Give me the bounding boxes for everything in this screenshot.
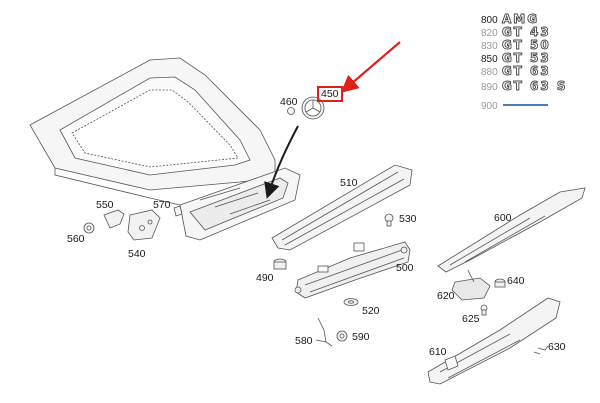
variant-code: 820 [481, 28, 498, 39]
variant-830[interactable]: 830 GT 50 [481, 39, 551, 53]
tailgate-drawing [29, 57, 301, 241]
callout-640[interactable]: 640 [507, 275, 525, 287]
variant-900[interactable]: 900 [481, 99, 502, 113]
callout-580[interactable]: 580 [295, 335, 313, 347]
variant-code: 800 [481, 15, 498, 26]
callout-620[interactable]: 620 [437, 290, 455, 302]
hinge-drawing [83, 205, 183, 241]
wing-610 [427, 297, 561, 385]
part-640 [494, 278, 506, 288]
callout-560[interactable]: 560 [67, 233, 85, 245]
callout-600[interactable]: 600 [494, 212, 512, 224]
actuator-620 [451, 277, 491, 301]
bracket-500 [294, 241, 411, 299]
callout-590[interactable]: 590 [352, 331, 370, 343]
part-590 [336, 330, 348, 342]
callout-610[interactable]: 610 [429, 346, 447, 358]
callout-530[interactable]: 530 [399, 213, 417, 225]
variant-code: 850 [481, 54, 498, 65]
variant-880[interactable]: 880 GT 63 [481, 65, 551, 79]
callout-630[interactable]: 630 [548, 341, 566, 353]
variant-code: 900 [481, 101, 498, 112]
variant-code: 890 [481, 82, 498, 93]
variant-code: 880 [481, 67, 498, 78]
callout-500[interactable]: 500 [396, 262, 414, 274]
callout-570[interactable]: 570 [153, 199, 171, 211]
link-line-620 [467, 269, 475, 283]
badge-lettering: GT 50 [502, 38, 551, 52]
variant-code: 830 [481, 41, 498, 52]
badge-lettering: GT 63 [502, 64, 551, 78]
badge-lettering: GT 53 [502, 51, 551, 65]
part-490 [273, 258, 287, 270]
badge-lettering: GT 63 S [502, 79, 568, 93]
variant-890[interactable]: 890 GT 63 S [481, 80, 568, 94]
variant-850[interactable]: 850 GT 53 [481, 52, 551, 66]
assembly-arrow [264, 125, 299, 199]
variant-800[interactable]: 800 AMG [481, 13, 539, 27]
callout-540[interactable]: 540 [128, 248, 146, 260]
badge-lettering: AMG [502, 12, 540, 26]
highlight-arrow [340, 41, 401, 93]
spoiler-drawing [271, 164, 413, 251]
screw-625 [480, 304, 488, 316]
callout-490[interactable]: 490 [256, 272, 274, 284]
callout-450[interactable]: 450 [317, 86, 343, 102]
wing-600 [437, 187, 586, 273]
callout-460[interactable]: 460 [280, 96, 298, 108]
callout-510[interactable]: 510 [340, 177, 358, 189]
part-580 [315, 317, 333, 347]
callout-625[interactable]: 625 [462, 313, 480, 325]
variant-820[interactable]: 820 GT 43 [481, 26, 551, 40]
badge-lettering: GT 43 [502, 25, 551, 39]
emblem-drawing [287, 96, 325, 120]
callout-550[interactable]: 550 [96, 199, 114, 211]
bracket-630 [533, 345, 549, 355]
callout-520[interactable]: 520 [362, 305, 380, 317]
part-520 [343, 298, 359, 306]
screw-530 [384, 213, 394, 227]
